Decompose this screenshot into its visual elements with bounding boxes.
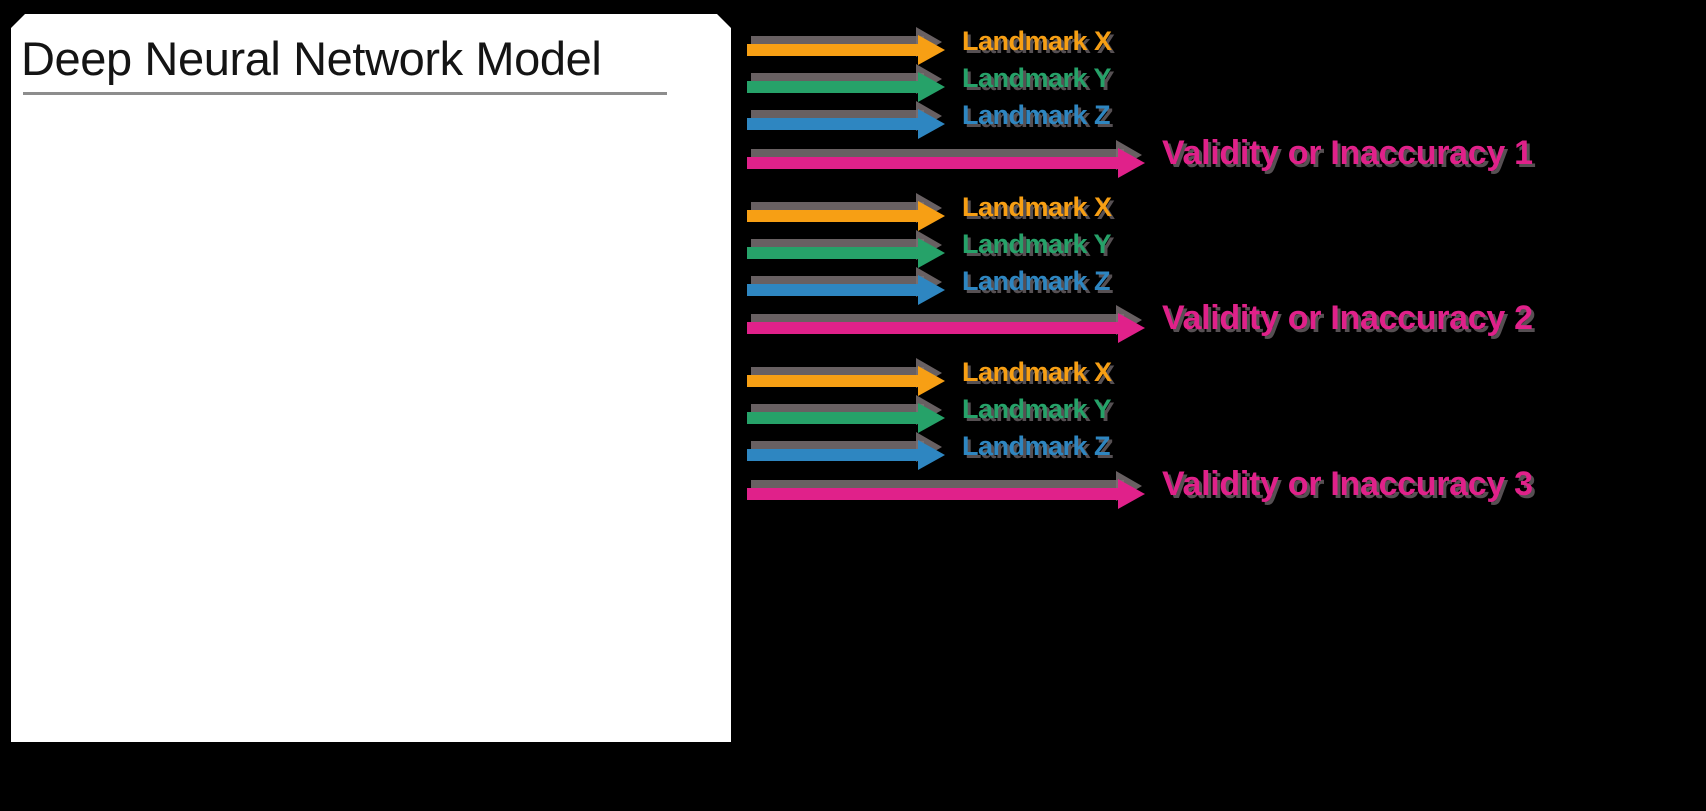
label-text: Landmark X [962, 357, 1112, 387]
arrow-landmark-x-group-1 [747, 27, 946, 65]
arrow-shaft [747, 449, 920, 461]
arrow-landmark-z-group-1 [747, 101, 946, 139]
arrow-head-icon [1118, 479, 1145, 509]
arrow-validity-group-2 [747, 305, 1146, 343]
arrow-shadow-shaft [751, 149, 1124, 158]
label-text: Validity or Inaccuracy 3 [1162, 465, 1533, 503]
label-text: Landmark Y [962, 63, 1112, 93]
arrow-shaft [747, 81, 920, 93]
arrow-head-icon [1118, 148, 1145, 178]
panel-corner-bevel-topright [716, 13, 732, 29]
arrow-shaft [747, 322, 1120, 334]
arrow-shaft [747, 284, 920, 296]
page-title: Deep Neural Network Model [21, 32, 602, 85]
arrow-shadow-shaft [751, 110, 924, 119]
arrow-head-icon [1118, 313, 1145, 343]
label-text: Landmark Y [962, 229, 1112, 259]
label-text: Landmark Z [962, 100, 1111, 130]
label-text: Validity or Inaccuracy 1 [1162, 134, 1533, 172]
arrow-shadow-shaft [751, 314, 1124, 323]
arrow-head-icon [918, 238, 945, 268]
arrow-landmark-y-group-1 [747, 64, 946, 102]
arrow-shaft [747, 488, 1120, 500]
arrow-shadow-shaft [751, 36, 924, 45]
arrow-validity-group-3 [747, 471, 1146, 509]
arrow-head-icon [918, 72, 945, 102]
arrow-head-icon [918, 35, 945, 65]
label-text: Landmark X [962, 26, 1112, 56]
arrow-landmark-y-group-2 [747, 230, 946, 268]
arrow-shaft [747, 157, 1120, 169]
label-text: Landmark X [962, 192, 1112, 222]
arrow-shadow-shaft [751, 239, 924, 248]
arrow-shadow-shaft [751, 276, 924, 285]
arrow-shaft [747, 210, 920, 222]
panel-corner-bevel-topleft [11, 14, 25, 28]
arrow-shadow-shaft [751, 202, 924, 211]
label-text: Landmark Y [962, 394, 1112, 424]
arrow-validity-group-1 [747, 140, 1146, 178]
arrow-head-icon [918, 275, 945, 305]
arrow-landmark-x-group-3 [747, 358, 946, 396]
arrow-shadow-shaft [751, 441, 924, 450]
arrow-head-icon [918, 403, 945, 433]
arrow-shaft [747, 247, 920, 259]
arrow-landmark-x-group-2 [747, 193, 946, 231]
arrow-shaft [747, 44, 920, 56]
arrow-head-icon [918, 366, 945, 396]
arrow-shaft [747, 118, 920, 130]
deep-neural-network-model-panel: Deep Neural Network Model [8, 11, 734, 745]
label-text: Landmark Z [962, 266, 1111, 296]
arrow-shadow-shaft [751, 404, 924, 413]
arrow-head-icon [918, 109, 945, 139]
arrow-shadow-shaft [751, 367, 924, 376]
arrow-shadow-shaft [751, 480, 1124, 489]
arrow-head-icon [918, 201, 945, 231]
arrow-head-icon [918, 440, 945, 470]
arrow-landmark-z-group-2 [747, 267, 946, 305]
arrow-shadow-shaft [751, 73, 924, 82]
arrow-landmark-z-group-3 [747, 432, 946, 470]
title-underline [23, 92, 667, 95]
label-text: Landmark Z [962, 431, 1111, 461]
arrow-shaft [747, 412, 920, 424]
arrow-landmark-y-group-3 [747, 395, 946, 433]
arrow-shaft [747, 375, 920, 387]
label-text: Validity or Inaccuracy 2 [1162, 299, 1533, 337]
